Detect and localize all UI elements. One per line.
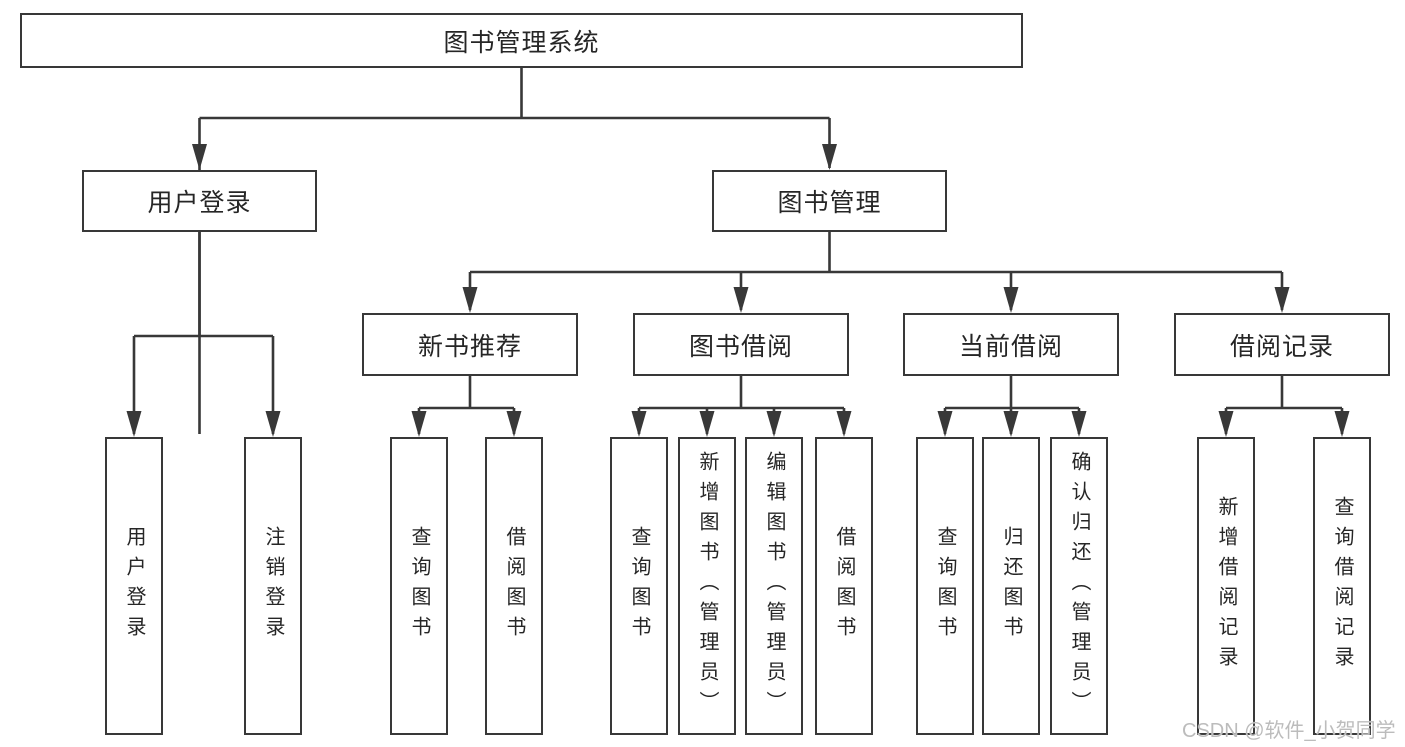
node-new-book-recommend: 新书推荐 [362, 313, 578, 376]
node-label: 查询图书 [934, 526, 956, 646]
edge-records-children [1224, 376, 1344, 434]
node-label: 查询借阅记录 [1331, 496, 1353, 676]
node-return-books: 归还图书 [982, 437, 1040, 735]
node-label: 借阅记录 [1229, 332, 1334, 361]
node-book-management: 图书管理 [712, 170, 947, 232]
node-label: 注销登录 [262, 526, 284, 646]
node-label: 查询图书 [628, 526, 650, 646]
node-label: 查询图书 [408, 526, 430, 646]
node-label: 编辑图书（管理员） [763, 451, 785, 721]
node-book-borrowing: 图书借阅 [633, 313, 849, 376]
node-label: 图书管理 [777, 189, 882, 217]
node-edit-books-admin: 编辑图书（管理员） [745, 437, 803, 735]
node-label: 用户登录 [123, 526, 145, 646]
node-user-login-leaf: 用户登录 [105, 437, 163, 735]
edge-book-mgmt-children [468, 232, 1284, 310]
node-confirm-return-admin: 确认归还（管理员） [1050, 437, 1108, 735]
node-label: 借阅图书 [833, 526, 855, 646]
node-label: 图书管理系统 [443, 28, 600, 57]
node-borrowing-records: 借阅记录 [1174, 313, 1390, 376]
node-borrow-books-recommend: 借阅图书 [485, 437, 543, 735]
node-library-management-system: 图书管理系统 [20, 13, 1023, 68]
node-label: 用户登录 [147, 189, 252, 217]
node-add-borrow-record: 新增借阅记录 [1197, 437, 1255, 735]
node-query-books-current: 查询图书 [916, 437, 974, 735]
edge-root-to-level2 [198, 68, 831, 434]
node-borrow-books-borrowing: 借阅图书 [815, 437, 873, 735]
node-label: 归还图书 [1000, 526, 1022, 646]
node-current-borrowing: 当前借阅 [903, 313, 1119, 376]
node-user-login: 用户登录 [82, 170, 317, 232]
node-label: 当前借阅 [958, 332, 1063, 361]
node-label: 借阅图书 [503, 526, 525, 646]
node-label: 确认归还（管理员） [1068, 451, 1090, 721]
edge-user-login-children [132, 232, 275, 434]
node-query-books-recommend: 查询图书 [390, 437, 448, 735]
node-label: 图书借阅 [688, 332, 793, 361]
edge-borrowing-children [637, 376, 846, 434]
edge-new-book-children [417, 376, 516, 434]
csdn-watermark: CSDN @软件_小贺同学 [1182, 720, 1396, 742]
node-query-books-borrowing: 查询图书 [610, 437, 668, 735]
node-label: 新增借阅记录 [1215, 496, 1237, 676]
node-query-borrow-record: 查询借阅记录 [1313, 437, 1371, 735]
node-label: 新增图书（管理员） [696, 451, 718, 721]
node-add-books-admin: 新增图书（管理员） [678, 437, 736, 735]
node-label: 新书推荐 [417, 332, 522, 361]
arrowheads [126, 144, 1350, 437]
node-logout: 注销登录 [244, 437, 302, 735]
